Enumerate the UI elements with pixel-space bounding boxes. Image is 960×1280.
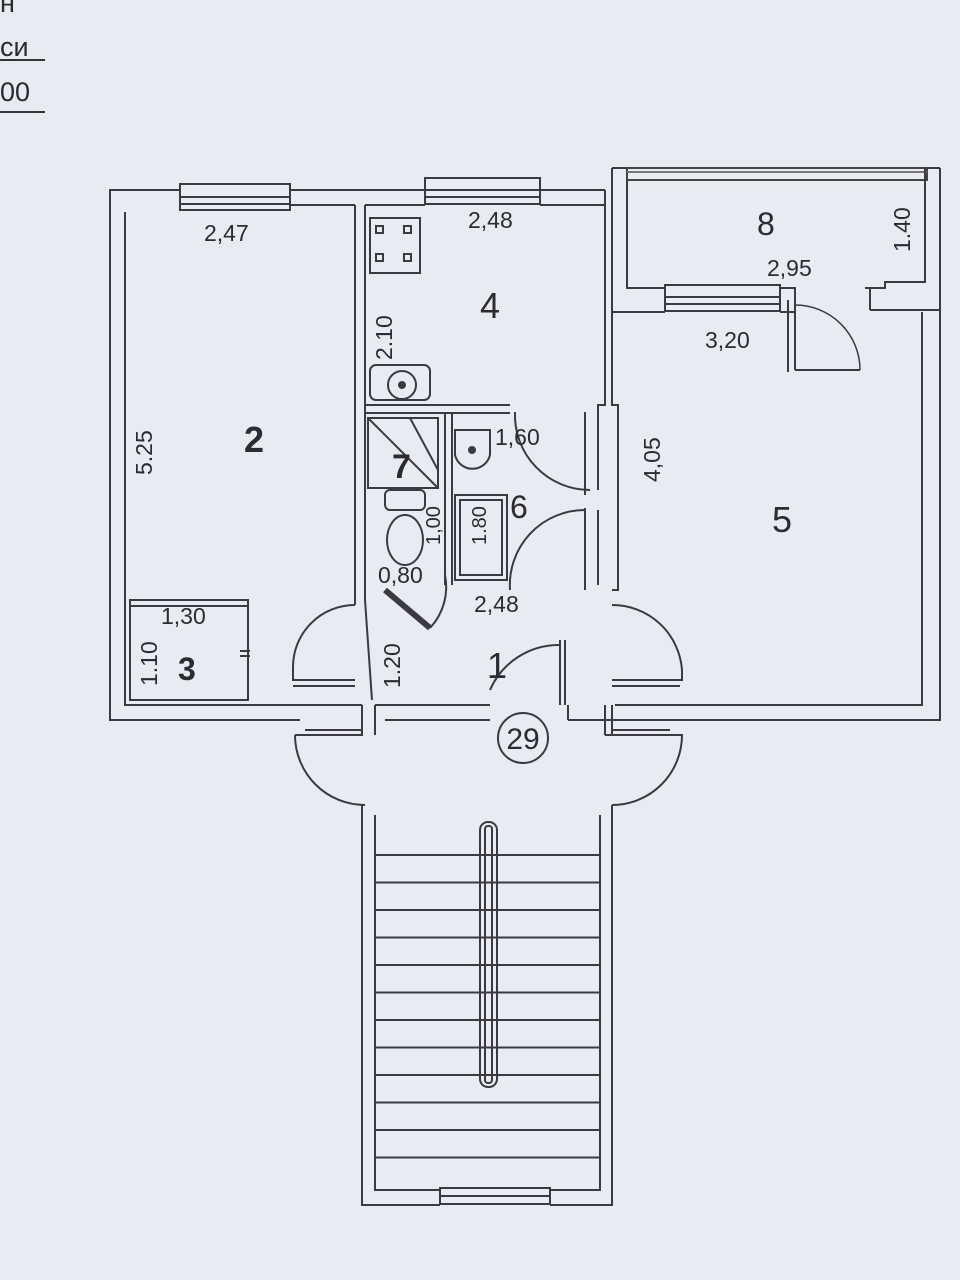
dimension-labels: 2,47 5.25 1,30 1.10 2,48 2.10 1,60 1.80 …: [131, 207, 915, 688]
outer-walls: [109, 189, 941, 721]
dim-hall-width: 2,48: [474, 591, 519, 617]
dim-room2-width: 2,47: [204, 220, 249, 246]
door-wc: [508, 508, 586, 591]
dim-room4-length: 2.10: [371, 315, 397, 360]
wardrobe-mark: [240, 650, 250, 657]
dim-balcony-length: 1.40: [889, 207, 915, 252]
title-block: н си 00: [0, 0, 45, 113]
door-room2: [292, 604, 356, 687]
interior-walls: [129, 205, 619, 701]
dim-bath-width: 1,60: [495, 424, 540, 450]
window-stair: [439, 1187, 551, 1205]
apartment-number: 29: [506, 723, 539, 756]
stair-landing: [294, 705, 684, 806]
dim-hall-length: 1.20: [379, 643, 405, 688]
window-room5: [664, 284, 781, 312]
toilet: [384, 489, 426, 566]
washbasin: [454, 429, 491, 470]
door-7: [383, 574, 448, 631]
dim-room3-width: 1,30: [161, 603, 206, 629]
room-labels: 1 2 3 4 5 6 7 8: [178, 206, 792, 687]
dim-wc-width: 0,80: [378, 562, 423, 588]
room-number-4: 4: [480, 285, 500, 326]
room-number-3: 3: [178, 651, 196, 687]
balcony-walls: [611, 167, 941, 370]
room-number-6: 6: [510, 489, 528, 525]
room-number-2: 2: [244, 419, 264, 460]
door-room5: [611, 603, 683, 687]
door-bath: [513, 411, 591, 495]
dim-room5-width: 3,20: [705, 327, 750, 353]
title-line-1: н: [0, 0, 15, 18]
dim-wc-length: 1,00: [423, 506, 445, 545]
title-line-2: си: [0, 32, 29, 62]
entrance-door: [489, 640, 566, 705]
apartment-number-badge: 29: [497, 712, 549, 764]
room-number-8: 8: [757, 206, 775, 242]
dim-room5-length: 4,05: [639, 437, 665, 482]
balcony-door: [787, 300, 861, 372]
stair-treads: [375, 854, 600, 1159]
stove: [369, 217, 421, 274]
room-number-1: 1: [487, 645, 507, 686]
window-room4: [424, 177, 541, 205]
staircase: [361, 805, 613, 1206]
dim-balcony-width: 2,95: [767, 255, 812, 281]
dim-room3-length: 1.10: [136, 641, 162, 686]
room-number-7: 7: [392, 448, 411, 486]
kitchen-sink: [369, 364, 431, 401]
window-room2: [179, 183, 291, 211]
dim-bath-length: 1.80: [469, 506, 491, 545]
dim-room2-length: 5.25: [131, 430, 157, 475]
room-number-5: 5: [772, 499, 792, 540]
title-line-3: 00: [0, 77, 30, 107]
dim-room4-width: 2,48: [468, 207, 513, 233]
